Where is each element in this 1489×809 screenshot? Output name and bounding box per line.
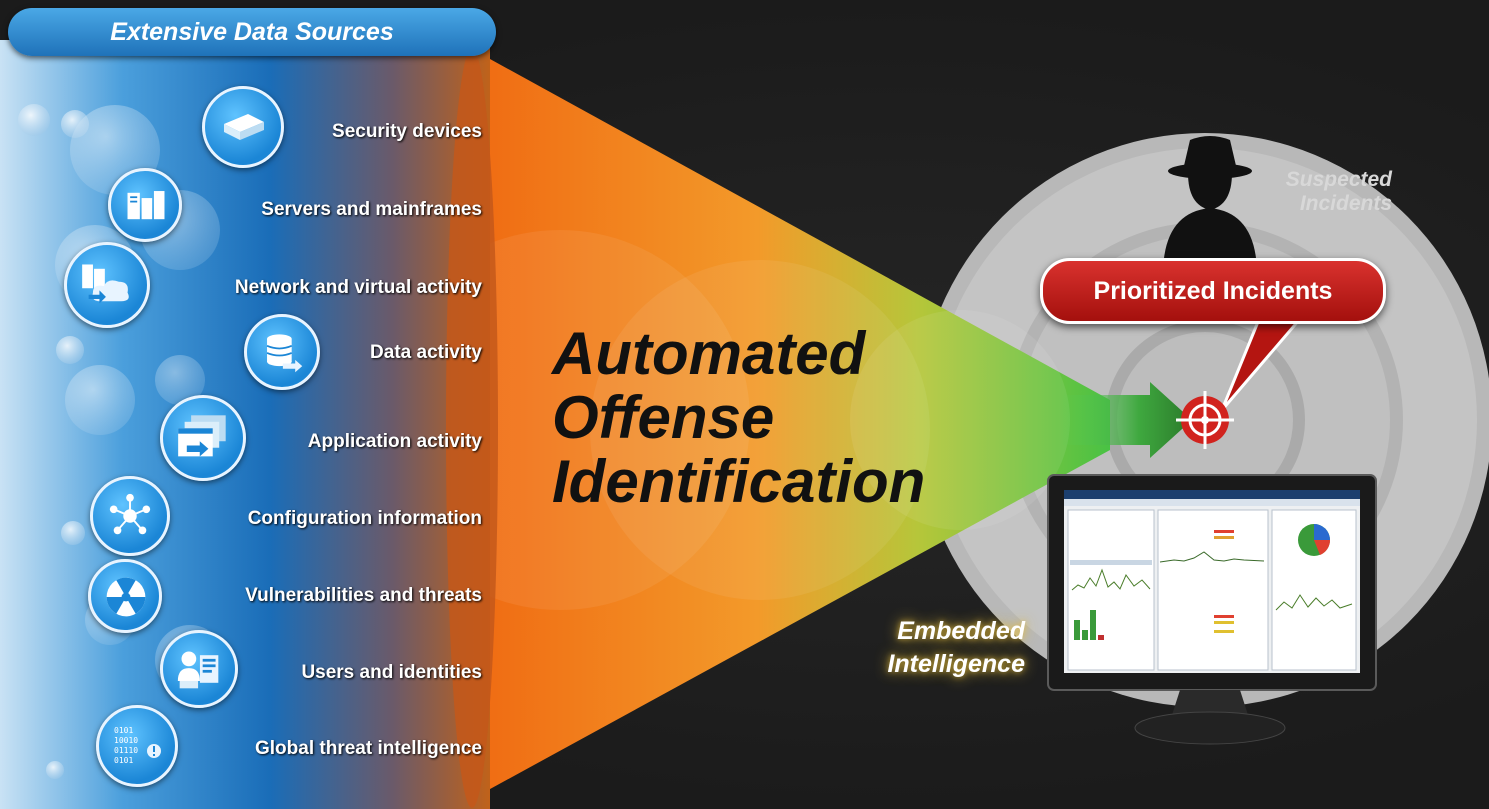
- embedded-line1: Embedded: [897, 617, 1025, 645]
- svg-text:0101: 0101: [114, 756, 133, 765]
- callout-text: Prioritized Incidents: [1093, 276, 1333, 305]
- data-sources-title: Extensive Data Sources: [110, 17, 394, 46]
- source-label-network: Network and virtual activity: [234, 277, 482, 298]
- svg-text:01110: 01110: [114, 746, 138, 755]
- funnel-title-line2: Offense: [552, 384, 775, 451]
- crosshair-icon: [1176, 391, 1234, 449]
- radiation-icon: [88, 559, 162, 633]
- security-device-icon: [202, 86, 284, 168]
- funnel-title-line3: Identification: [552, 448, 926, 515]
- network-node-icon: [90, 476, 170, 556]
- source-label-security-devices: Security devices: [332, 121, 482, 142]
- suspected-incidents-label: Suspected Incidents: [1268, 168, 1392, 216]
- source-label-global-threat: Global threat intelligence: [255, 738, 482, 759]
- source-label-servers: Servers and mainframes: [261, 199, 482, 220]
- server-icon: [108, 168, 182, 242]
- svg-text:10010: 10010: [114, 736, 138, 745]
- database-icon: [244, 314, 320, 390]
- funnel-cone: [470, 48, 1110, 800]
- application-window-icon: [160, 395, 246, 481]
- svg-text:0101: 0101: [114, 726, 133, 735]
- suspected-line1: Suspected: [1285, 168, 1392, 191]
- source-label-vulnerabilities: Vulnerabilities and threats: [245, 585, 482, 606]
- funnel-title: Automated Offense Identification: [552, 322, 925, 514]
- source-label-users: Users and identities: [301, 662, 482, 683]
- user-identity-icon: [160, 630, 238, 708]
- dashboard-screen: [1064, 490, 1360, 673]
- embedded-line2: Intelligence: [887, 650, 1025, 678]
- arrow-into-target: [1060, 382, 1192, 458]
- prioritized-incidents-callout: Prioritized Incidents: [1040, 258, 1386, 324]
- network-cloud-icon: [64, 242, 150, 328]
- embedded-intelligence-label: Embedded Intelligence: [840, 615, 1025, 681]
- source-label-configuration: Configuration information: [247, 508, 482, 529]
- funnel-title-line1: Automated: [552, 320, 866, 387]
- data-sources-header: Extensive Data Sources: [8, 8, 496, 56]
- suspected-line2: Incidents: [1299, 192, 1392, 215]
- source-label-application: Application activity: [307, 431, 482, 452]
- source-label-data-activity: Data activity: [370, 342, 482, 363]
- hacker-icon: [1164, 136, 1256, 258]
